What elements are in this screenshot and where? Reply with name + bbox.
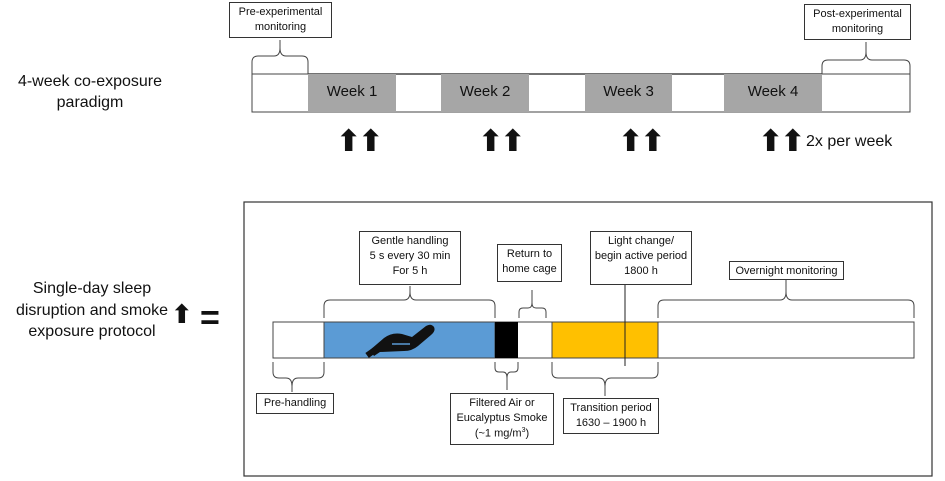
handling-brace	[323, 286, 496, 318]
week-1-label: Week 1	[326, 83, 378, 100]
equals-sign: =	[200, 299, 220, 337]
post-monitoring-label: Post-experimental monitoring	[804, 4, 911, 40]
transition-brace	[551, 362, 659, 396]
week-3-block	[585, 74, 672, 112]
pre-monitoring-label: Pre-experimental monitoring	[229, 2, 332, 38]
exposure-brace	[494, 362, 519, 390]
return-home-brace	[518, 290, 547, 318]
week-1-block	[308, 74, 396, 112]
pre-handling-label: Pre-handling	[256, 393, 334, 414]
frequency-label: 2x per week	[806, 133, 893, 150]
double-arrow-week-1-icon: ⬆⬆	[336, 124, 383, 159]
transition-label: Transition period 1630 – 1900 h	[563, 398, 659, 434]
hand-icon	[365, 324, 435, 358]
return-home-label: Return to home cage	[497, 244, 562, 282]
exposure-block	[495, 322, 518, 358]
light-change-label: Light change/ begin active period 1800 h	[590, 231, 692, 285]
pre-handling-brace	[272, 362, 325, 392]
week-4-label: Week 4	[747, 83, 799, 100]
gentle-handling-label: Gentle handling 5 s every 30 min For 5 h	[359, 231, 461, 285]
protocol-label: Single-day sleep disruption and smoke ex…	[15, 280, 169, 341]
week-4-block	[724, 74, 822, 112]
post-monitoring-brace	[821, 42, 911, 74]
week-2-block	[441, 74, 529, 112]
double-arrow-week-3-icon: ⬆⬆	[618, 124, 665, 159]
overnight-brace	[657, 280, 915, 318]
paradigm-label: 4-week co-exposure paradigm	[17, 73, 163, 111]
overnight-label: Overnight monitoring	[729, 261, 844, 280]
week-3-label: Week 3	[603, 83, 654, 100]
single-arrow-icon: ⬆	[171, 300, 193, 330]
exposure-label: Filtered Air or Eucalyptus Smoke (~1 mg/…	[450, 393, 554, 445]
pre-monitoring-brace	[251, 40, 309, 74]
week-2-label: Week 2	[459, 83, 511, 100]
transition-block	[551, 321, 659, 359]
double-arrow-week-4-icon: ⬆⬆	[758, 124, 805, 159]
double-arrow-week-2-icon: ⬆⬆	[478, 124, 525, 159]
protocol-frame	[243, 201, 933, 477]
